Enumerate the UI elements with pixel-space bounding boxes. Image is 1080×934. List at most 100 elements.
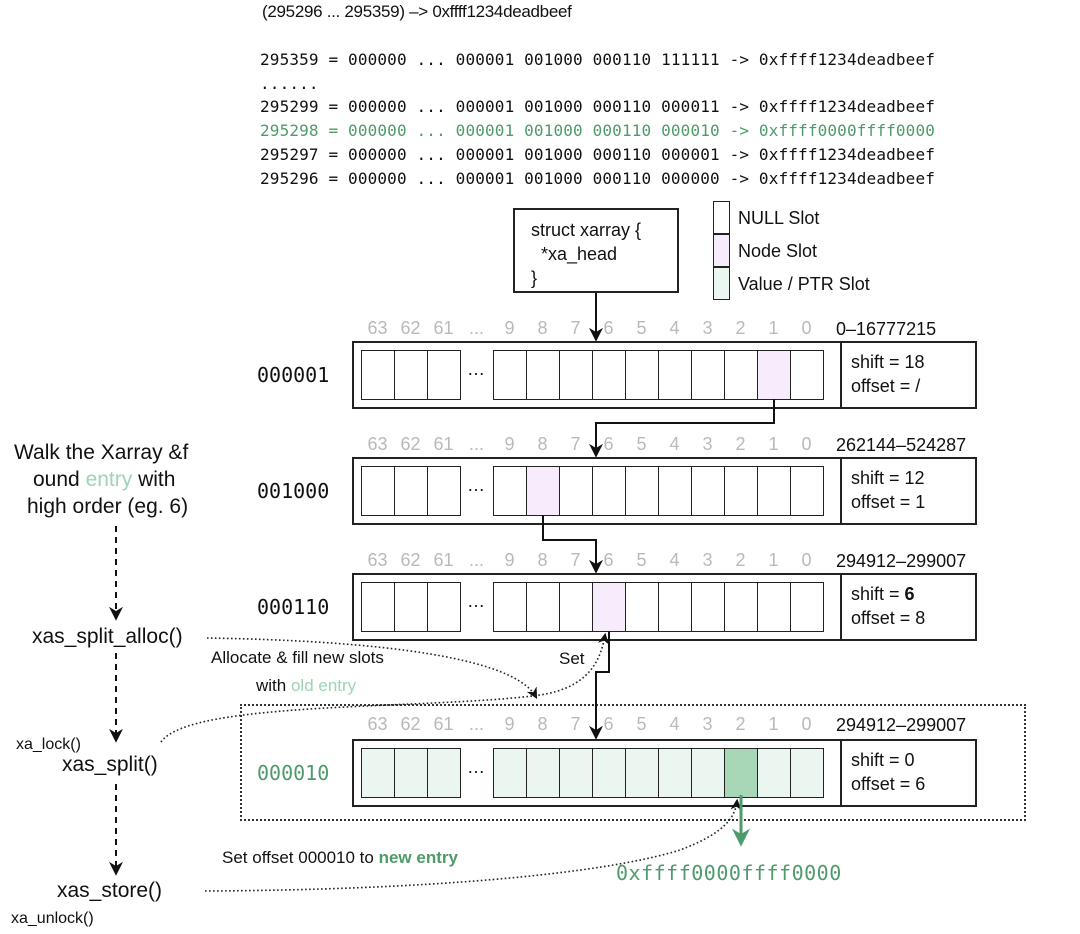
slot-1 <box>757 350 791 400</box>
entry-highlight: entry <box>85 468 133 491</box>
slot-index-label: 1 <box>768 318 779 338</box>
slot-2 <box>724 466 758 516</box>
slot-61 <box>427 748 461 798</box>
level-range: 0–16777215 <box>836 319 937 339</box>
slot-2 <box>724 582 758 632</box>
slot-index-label: 1 <box>768 714 779 734</box>
offset-number: / <box>915 376 921 396</box>
offset-number: 8 <box>915 608 926 628</box>
slot-6 <box>592 748 626 798</box>
slot-9 <box>493 748 527 798</box>
shift-value: shift = 0 <box>851 748 979 772</box>
slot-62 <box>394 466 428 516</box>
new-entry-highlight: new entry <box>378 848 458 867</box>
slot-index-label: 2 <box>735 714 746 734</box>
allocate-note-line2: with old entry <box>256 676 356 696</box>
set-offset-note: Set offset 000010 to new entry <box>222 848 458 868</box>
slot-index-label: 61 <box>433 550 454 570</box>
walk-text-line1: Walk the Xarray &f <box>14 441 189 464</box>
slot-62 <box>394 350 428 400</box>
shift-number: 0 <box>904 750 915 770</box>
slot-3 <box>691 582 725 632</box>
slot-index-label: 62 <box>400 318 421 338</box>
slot-index-label: 7 <box>570 318 581 338</box>
offset-number: 6 <box>915 774 926 794</box>
slot-index-label: ... <box>468 318 484 338</box>
slot-index-label: ... <box>468 434 484 454</box>
new-value-label: 0xffff0000ffff0000 <box>616 861 842 885</box>
offset-label: offset = <box>851 774 916 794</box>
slot-62 <box>394 748 428 798</box>
slot-6 <box>592 582 626 632</box>
level-range: 262144–524287 <box>836 435 967 455</box>
index-line: 295296 = 000000 ... 000001 001000 000110… <box>260 169 936 188</box>
slot-7 <box>559 582 593 632</box>
slot-index-label: 3 <box>702 714 713 734</box>
slot-index-label: 3 <box>702 434 713 454</box>
offset-value: offset = 1 <box>851 490 979 514</box>
struct-line: struct xarray { <box>531 220 642 240</box>
slot-index-label: 6 <box>603 318 614 338</box>
slot-0 <box>790 350 824 400</box>
offset-label: offset = <box>851 492 916 512</box>
slot-6 <box>592 350 626 400</box>
legend-swatch-null <box>713 201 730 234</box>
slot-index-label: 5 <box>636 714 647 734</box>
slot-index-label: 9 <box>504 434 515 454</box>
slot-5 <box>625 748 659 798</box>
slot-8 <box>526 350 560 400</box>
slot-index-label: 2 <box>735 550 746 570</box>
slot-index-label: 4 <box>669 434 680 454</box>
slot-62 <box>394 582 428 632</box>
index-line: 295299 = 000000 ... 000001 001000 000110… <box>260 97 936 116</box>
legend-swatch-value <box>713 267 730 300</box>
level-label: 000001 <box>257 363 330 387</box>
level-label: 000110 <box>257 595 330 619</box>
range-mapping-header: (295296 ... 295359) –> 0xffff1234deadbee… <box>262 2 572 21</box>
index-line-ellipsis: ...... <box>260 74 319 93</box>
slot-3 <box>691 748 725 798</box>
level-label: 000010 <box>257 761 330 785</box>
slot-1 <box>757 466 791 516</box>
slot-61 <box>427 466 461 516</box>
slot-5 <box>625 582 659 632</box>
slot-0 <box>790 748 824 798</box>
slot-63 <box>361 582 395 632</box>
shift-value: shift = 6 <box>851 582 979 606</box>
offset-value: offset = 8 <box>851 606 979 630</box>
shift-number: 6 <box>904 584 915 604</box>
slot-index-label: 9 <box>504 550 515 570</box>
slot-index-label: 4 <box>669 714 680 734</box>
offset-value: offset = 6 <box>851 772 979 796</box>
slot-index-label: 63 <box>367 550 388 570</box>
slot-index-label: 62 <box>400 434 421 454</box>
offset-value: offset = / <box>851 374 979 398</box>
slot-index-label: 61 <box>433 318 454 338</box>
slot-index-label: 7 <box>570 550 581 570</box>
shift-number: 12 <box>904 468 925 488</box>
slot-index-label: 2 <box>735 318 746 338</box>
slots-ellipsis: … <box>467 757 485 777</box>
slot-index-label: 63 <box>367 318 388 338</box>
set-note: Set <box>559 649 585 668</box>
index-line: 295359 = 000000 ... 000001 001000 000110… <box>260 50 936 69</box>
struct-line: } <box>531 268 538 288</box>
slots-ellipsis: … <box>467 591 485 611</box>
shift-value: shift = 18 <box>851 350 979 374</box>
slot-index-label: 2 <box>735 434 746 454</box>
struct-line: *xa_head <box>531 244 618 264</box>
slot-index-label: 5 <box>636 318 647 338</box>
note-part: Set offset 000010 to <box>222 848 379 867</box>
legend-label-null: NULL Slot <box>738 208 820 228</box>
slot-63 <box>361 350 395 400</box>
slot-2 <box>724 748 758 798</box>
slot-index-label: 1 <box>768 550 779 570</box>
slot-7 <box>559 466 593 516</box>
legend-label-value: Value / PTR Slot <box>738 274 870 294</box>
slot-index-label: 8 <box>537 318 548 338</box>
slot-9 <box>493 466 527 516</box>
split-node-region <box>240 704 1026 821</box>
